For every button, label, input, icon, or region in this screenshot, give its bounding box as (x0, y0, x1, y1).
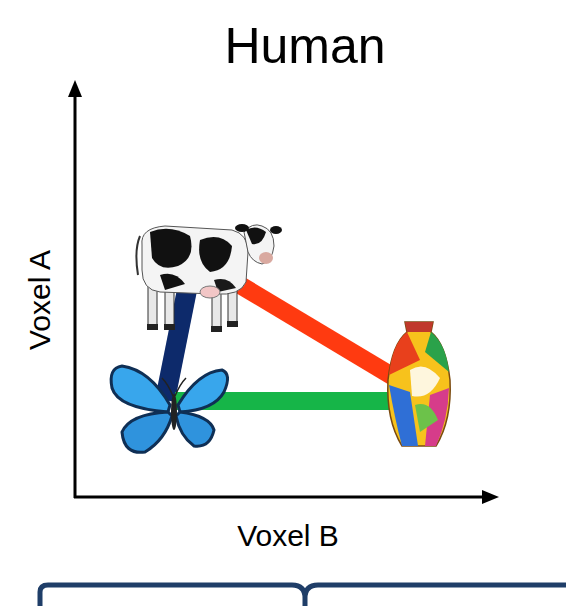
axis-label: Voxel A (25, 250, 55, 350)
axis-arrowhead (482, 490, 499, 504)
axis-arrowhead (68, 80, 82, 97)
chart-title: Human (224, 21, 385, 71)
axis-label: Voxel B (237, 521, 339, 551)
x-axis (74, 496, 486, 499)
bracket (40, 585, 566, 606)
distance-line (165, 275, 190, 400)
distance-line (240, 285, 402, 382)
butterfly-picture (111, 366, 227, 452)
cow-picture (136, 224, 282, 332)
y-axis (74, 92, 77, 498)
vase-picture (388, 322, 450, 446)
